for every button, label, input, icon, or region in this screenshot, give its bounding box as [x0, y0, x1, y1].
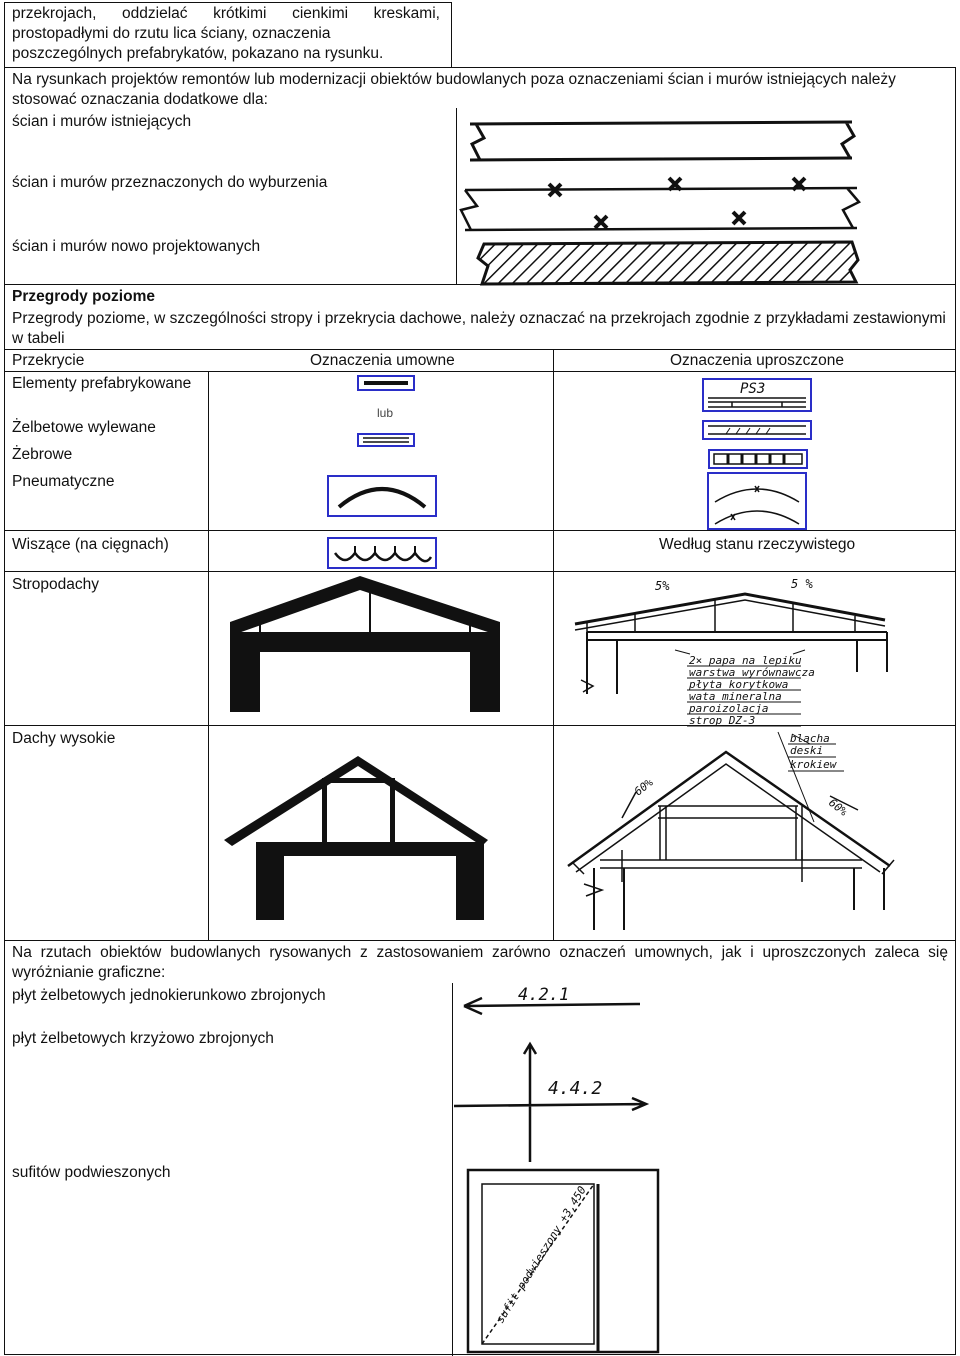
pitched-roof-layers: blacha deski krokiew	[788, 732, 844, 772]
prefab-code: PS3	[740, 381, 765, 397]
walls-note: Na rysunkach projektów remontów lub mode…	[12, 71, 896, 108]
pneumatic-conventional-symbol	[327, 475, 437, 517]
slab-code: 4.4.2	[548, 1078, 602, 1099]
or-label: lub	[377, 406, 394, 420]
demolition-wall-symbol	[459, 176, 861, 232]
wall-label-demolition: ścian i murów przeznaczonych do wyburzen…	[12, 174, 328, 191]
cast-conventional-symbol	[357, 433, 415, 447]
intro-word: cienkimi	[292, 5, 349, 22]
pitched-roof-simplified-drawing: blacha deski krokiew 60% 60%	[567, 731, 895, 930]
row-label-pneumatic: Pneumatyczne	[12, 473, 115, 490]
svg-text:płyta korytkowa: płyta korytkowa	[688, 678, 788, 691]
row-label-prefab: Elementy prefabrykowane	[12, 375, 192, 392]
intro-line-2: prostopadłymi do rzutu lica ściany, ozna…	[12, 25, 331, 42]
two-way-slab-symbol: 4.4.2	[453, 1041, 650, 1162]
svg-text:krokiew: krokiew	[790, 758, 838, 771]
actual-state-label: Według stanu rzeczywistego	[659, 536, 856, 553]
slope-label: 60%	[632, 776, 656, 799]
new-wall-symbol	[476, 240, 860, 286]
row-line	[4, 571, 956, 572]
partitions-text: Przegrody poziome, w szczególności strop…	[12, 310, 946, 347]
slab-code: 4.2.1	[518, 985, 569, 1005]
cast-simplified-symbol	[702, 420, 812, 440]
intro-word: oddzielać	[122, 5, 188, 22]
plan-col-divider	[452, 983, 453, 1356]
row-label-pitched-roof: Dachy wysokie	[12, 730, 116, 747]
intro-word: krótkimi	[213, 5, 267, 22]
table-border-right	[955, 68, 956, 1354]
pitched-roof-conventional-drawing	[224, 756, 488, 920]
intro-word: przekrojach,	[12, 5, 97, 22]
wall-label-existing: ścian i murów istniejących	[12, 113, 192, 130]
one-way-slab-symbol: 4.2.1	[463, 985, 641, 1016]
flat-roof-layers: 2× papa na lepiku warstwa wyrównawcza pł…	[687, 654, 815, 727]
row-line	[4, 725, 956, 726]
intro-line-3: poszczególnych prefabrykatów, pokazano n…	[12, 45, 384, 62]
row-line	[4, 1354, 956, 1355]
hanging-conventional-symbol	[327, 537, 437, 569]
slope-label: 5 %	[791, 577, 813, 591]
plan-label-one-way: płyt żelbetowych jednokierunkowo zbrojon…	[12, 987, 326, 1004]
row-line	[4, 284, 956, 285]
col-header-simplified: Oznaczenia uproszczone	[670, 352, 845, 369]
table-border-top	[4, 2, 452, 3]
row-line	[4, 530, 956, 531]
prefab-conventional-symbol	[357, 375, 415, 391]
col-divider-2	[553, 349, 554, 940]
intro-line-1: przekrojach, oddzielać krótkimi cienkimi…	[12, 4, 440, 24]
svg-text:warstwa wyrównawcza: warstwa wyrównawcza	[689, 666, 815, 679]
table-border-left	[4, 2, 5, 1354]
plan-label-two-way: płyt żelbetowych krzyżowo zbrojonych	[12, 1030, 274, 1047]
row-line	[4, 940, 956, 941]
svg-text:wata mineralna: wata mineralna	[689, 690, 782, 703]
prefab-simplified-symbol: PS3	[702, 378, 812, 412]
row-line	[4, 67, 956, 68]
row-label-ribbed: Żebrowe	[12, 446, 73, 463]
suspended-ceiling-symbol: sufit podwieszony +3,450	[466, 1168, 660, 1354]
slope-label: 5%	[655, 579, 670, 593]
plans-note: Na rzutach obiektów budowlanych rysowany…	[12, 944, 948, 981]
ribbed-simplified-symbol	[708, 449, 808, 469]
pneumatic-simplified-symbol	[707, 472, 807, 530]
svg-text:2× papa na lepiku: 2× papa na lepiku	[689, 654, 802, 667]
col-header-conventional: Oznaczenia umowne	[310, 352, 455, 369]
existing-wall-symbol	[469, 120, 856, 162]
svg-text:strop DZ-3: strop DZ-3	[689, 714, 755, 727]
intro-cell-right	[451, 2, 452, 68]
row-label-cast: Żelbetowe wylewane	[12, 419, 156, 436]
svg-text:paroizolacja: paroizolacja	[688, 702, 768, 715]
partitions-heading: Przegrody poziome	[12, 288, 155, 305]
suspended-ceiling-label: sufit podwieszony +3,450	[494, 1184, 589, 1326]
intro-word: kreskami,	[373, 5, 440, 22]
svg-text:deski: deski	[790, 744, 823, 757]
wall-label-new: ścian i murów nowo projektowanych	[12, 238, 261, 255]
flat-roof-conventional-drawing	[230, 576, 500, 712]
row-label-hanging: Wiszące (na cięgnach)	[12, 536, 169, 553]
col-header-cover: Przekrycie	[12, 352, 85, 369]
col-divider-1	[208, 371, 209, 940]
flat-roof-simplified-drawing: 5% 5 % 2× papa na lepiku warstwa wyrówna…	[574, 577, 888, 727]
wall-col-divider	[456, 108, 457, 285]
row-line	[4, 371, 956, 372]
svg-text:blacha: blacha	[790, 732, 830, 745]
row-line	[4, 349, 956, 350]
row-label-flat-roof: Stropodachy	[12, 576, 100, 593]
plan-label-suspended: sufitów podwieszonych	[12, 1164, 171, 1181]
